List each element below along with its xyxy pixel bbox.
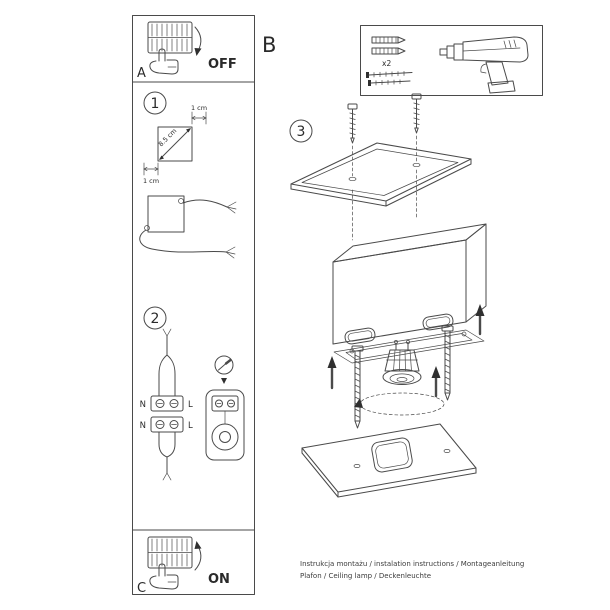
section-a-label: A — [137, 66, 146, 81]
hand-icon — [149, 563, 179, 590]
step-3: 3 — [289, 93, 487, 498]
section-b: B x2 — [262, 25, 543, 96]
shade-cutout-right — [422, 313, 454, 331]
step-1: 1 8.5 cm 1 cm 1 cm — [139, 91, 237, 259]
step-1-badge — [143, 91, 167, 115]
step-2-badge — [143, 306, 167, 330]
step-1-number: 1 — [151, 96, 160, 112]
terminal-l2-label: L — [188, 421, 193, 431]
mounting-screw-right-icon — [411, 93, 422, 168]
section-c: ON C — [137, 536, 230, 596]
section-c-label: C — [137, 581, 146, 596]
mounting-screw-left-icon — [347, 103, 358, 182]
step-2-number: 2 — [151, 311, 160, 327]
down-arrow-icon — [221, 378, 227, 384]
step-3-number: 3 — [297, 124, 306, 140]
screwdriver-icon — [214, 355, 234, 384]
wall-plug-icon: x2 — [371, 36, 406, 68]
section-b-label: B — [262, 33, 276, 57]
curved-arrow-off-icon — [194, 26, 202, 56]
terminal-block-wiring-diagram: N L N L — [140, 328, 193, 481]
light-switch-icon — [147, 21, 193, 54]
section-a: OFF A — [137, 21, 237, 81]
long-screw-left-icon — [351, 345, 364, 429]
light-switch-icon — [147, 536, 193, 569]
curved-arrow-on-icon — [194, 541, 202, 571]
junction-box-cables-diagram — [139, 195, 237, 259]
lamp-shade-box — [332, 223, 487, 345]
shade-cutout-left — [344, 327, 376, 345]
base-plate — [301, 423, 477, 498]
footer-line-2: Plafon / Ceiling lamp / Deckenleuchte — [300, 572, 431, 580]
parts-box — [360, 25, 543, 96]
hand-icon — [149, 48, 179, 75]
drill-icon — [439, 36, 529, 94]
terminal-l1-label: L — [188, 400, 193, 410]
assembly-arrow-right-icon — [475, 304, 485, 336]
dowel-quantity: x2 — [382, 59, 391, 68]
layout-frame — [132, 15, 255, 595]
terminal-n2-label: N — [140, 421, 146, 431]
switch-state-on: ON — [208, 572, 230, 587]
long-screw-right-icon — [441, 325, 454, 401]
rotation-arrow-icon — [354, 392, 445, 416]
drill-template-diagram: 8.5 cm 1 cm 1 cm — [143, 104, 207, 185]
diagonal-dimension: 8.5 cm — [157, 127, 178, 148]
bulb-gu10-icon — [382, 340, 422, 385]
footer: Instrukcja montażu / instalation instruc… — [300, 560, 524, 580]
ceiling-canopy-plate — [290, 142, 472, 241]
step-2: 2 N L N L — [140, 306, 245, 481]
switch-state-off: OFF — [208, 57, 237, 72]
bottom-dimension: 1 cm — [143, 177, 159, 185]
lamp-connector-diagram — [205, 389, 245, 461]
assembly-arrow-middle-icon — [431, 366, 441, 398]
assembly-arrow-left-icon — [327, 356, 337, 390]
screw-icon — [366, 71, 413, 86]
terminal-n1-label: N — [140, 400, 146, 410]
footer-line-1: Instrukcja montażu / instalation instruc… — [300, 560, 524, 568]
top-dimension: 1 cm — [191, 104, 207, 112]
base-plate-window — [371, 437, 413, 473]
step-3-badge — [289, 119, 313, 143]
